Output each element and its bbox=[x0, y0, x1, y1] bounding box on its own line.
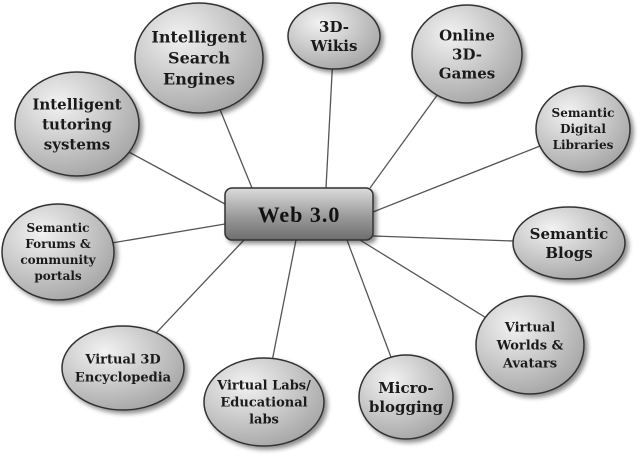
bubble-label-line: blogging bbox=[369, 398, 444, 416]
center-label: Web 3.0 bbox=[258, 202, 341, 227]
bubble-label-line: labs bbox=[249, 413, 279, 428]
bubble-shape bbox=[475, 295, 585, 395]
bubble-label-line: Forums & bbox=[25, 237, 91, 251]
bubble-label-line: Semantic bbox=[552, 106, 615, 120]
bubble-label-line: Semantic bbox=[27, 221, 90, 235]
bubble-virtual-labs: Virtual Labs/Educational labs bbox=[203, 357, 325, 447]
bubble-shape bbox=[512, 206, 626, 280]
bubble-label-line: Libraries bbox=[553, 138, 614, 152]
topic-bubbles: IntelligentSearchEngines3D-WikisOnline3D… bbox=[1, 2, 631, 447]
bubble-shape bbox=[535, 85, 631, 173]
bubble-shape bbox=[134, 2, 264, 114]
bubble-virtual-3d-encyclopedia: Virtual 3D Encyclopedia bbox=[61, 325, 185, 411]
bubble-shape bbox=[358, 354, 454, 440]
bubble-label-line: Virtual 3D bbox=[84, 353, 160, 368]
bubble-label-line: Micro- bbox=[378, 379, 434, 397]
bubble-label-line: tutoring bbox=[42, 115, 112, 133]
bubble-shape bbox=[203, 357, 325, 447]
bubble-label-line: Engines bbox=[163, 70, 235, 89]
bubble-micro-blogging: Micro-blogging bbox=[358, 354, 454, 440]
bubble-shape bbox=[61, 325, 185, 411]
bubble-label-line: Semantic bbox=[530, 225, 609, 243]
bubble-intelligent-tutoring-systems: Intelligent tutoring systems bbox=[14, 71, 140, 177]
bubble-label-line: Games bbox=[439, 64, 495, 82]
bubble-shape bbox=[411, 4, 523, 104]
bubble-label-line: Encyclopedia bbox=[75, 371, 172, 386]
bubble-label-line: community bbox=[20, 253, 96, 267]
bubble-label-line: Worlds & bbox=[496, 339, 564, 354]
center-node: Web 3.0 bbox=[224, 187, 374, 241]
bubble-label-line: Blogs bbox=[545, 244, 592, 262]
bubble-label-line: portals bbox=[34, 269, 82, 283]
bubble-label-line: 3D- bbox=[319, 18, 349, 36]
bubble-label-line: Educational bbox=[220, 396, 307, 411]
bubble-label-line: Avatars bbox=[502, 357, 557, 372]
bubble-label-line: Virtual Labs/ bbox=[216, 379, 311, 394]
bubble-shape bbox=[14, 71, 140, 177]
bubble-label-line: Intelligent bbox=[151, 28, 247, 47]
bubble-label-line: Search bbox=[168, 49, 230, 68]
bubble-shape bbox=[287, 2, 381, 70]
bubble-shape bbox=[1, 203, 115, 301]
bubble-label-line: Virtual bbox=[504, 321, 556, 336]
bubble-label-line: Intelligent bbox=[32, 95, 121, 113]
center-box bbox=[224, 187, 374, 241]
bubble-label-line: Digital bbox=[560, 122, 606, 136]
bubble-label-line: systems bbox=[44, 135, 110, 153]
bubble-label-line: Online bbox=[439, 26, 495, 44]
bubble-label-line: 3D- bbox=[452, 45, 482, 63]
bubble-label-line: Wikis bbox=[310, 37, 358, 55]
bubble-3d-wikis: 3D-Wikis bbox=[287, 2, 381, 70]
